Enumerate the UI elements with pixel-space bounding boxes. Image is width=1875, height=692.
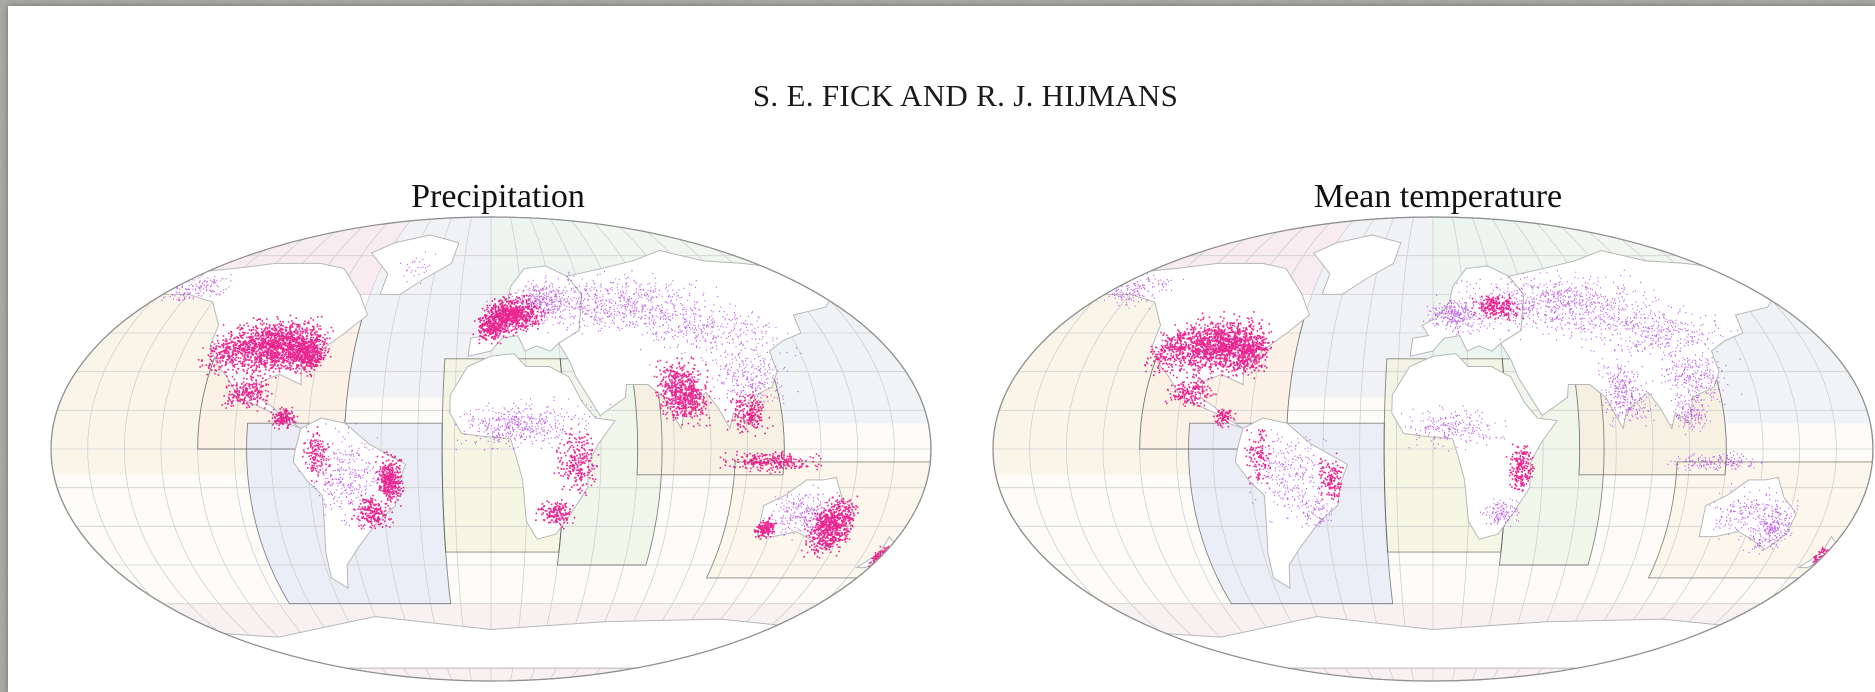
precipitation-map [50, 216, 932, 682]
panel-title-mean-temperature: Mean temperature [1313, 178, 1563, 215]
paper-page: S. E. FICK AND R. J. HIJMANS Precipitati… [8, 6, 1875, 692]
running-header: S. E. FICK AND R. J. HIJMANS [752, 78, 1179, 113]
panel-title-precipitation: Precipitation [411, 178, 585, 215]
mean-temperature-map [992, 216, 1874, 682]
